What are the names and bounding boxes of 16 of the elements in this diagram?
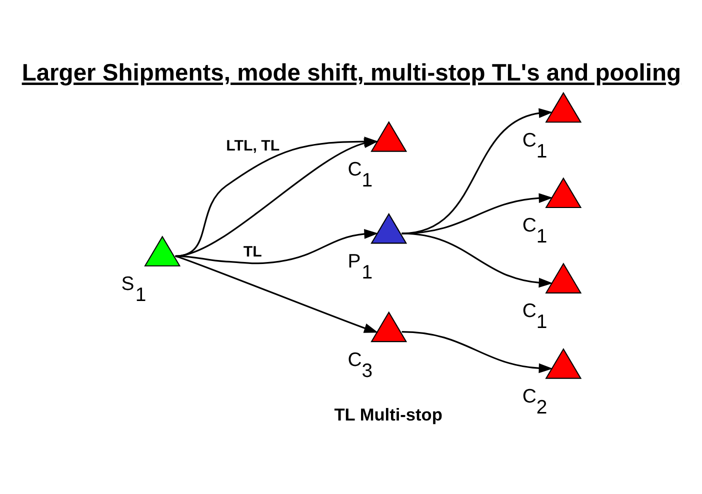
node-triangle	[370, 212, 408, 244]
arrow	[175, 228, 378, 264]
node-triangle	[370, 310, 408, 342]
diagram-title: Larger Shipments, mode shift, multi-stop TL's and pooling	[22, 59, 682, 86]
arrow	[175, 254, 378, 332]
node-triangle	[545, 176, 582, 208]
label: TL Multi-stop	[334, 404, 442, 424]
node-triangle	[545, 348, 582, 378]
node-triangle	[545, 91, 582, 122]
arrow	[402, 330, 553, 373]
node-triangle	[144, 235, 181, 266]
node-triangle	[545, 262, 582, 293]
edge-label: LTL, TL	[226, 136, 280, 154]
node-triangle	[370, 120, 408, 152]
arrow	[402, 232, 553, 288]
edge-label: TL	[243, 242, 262, 260]
